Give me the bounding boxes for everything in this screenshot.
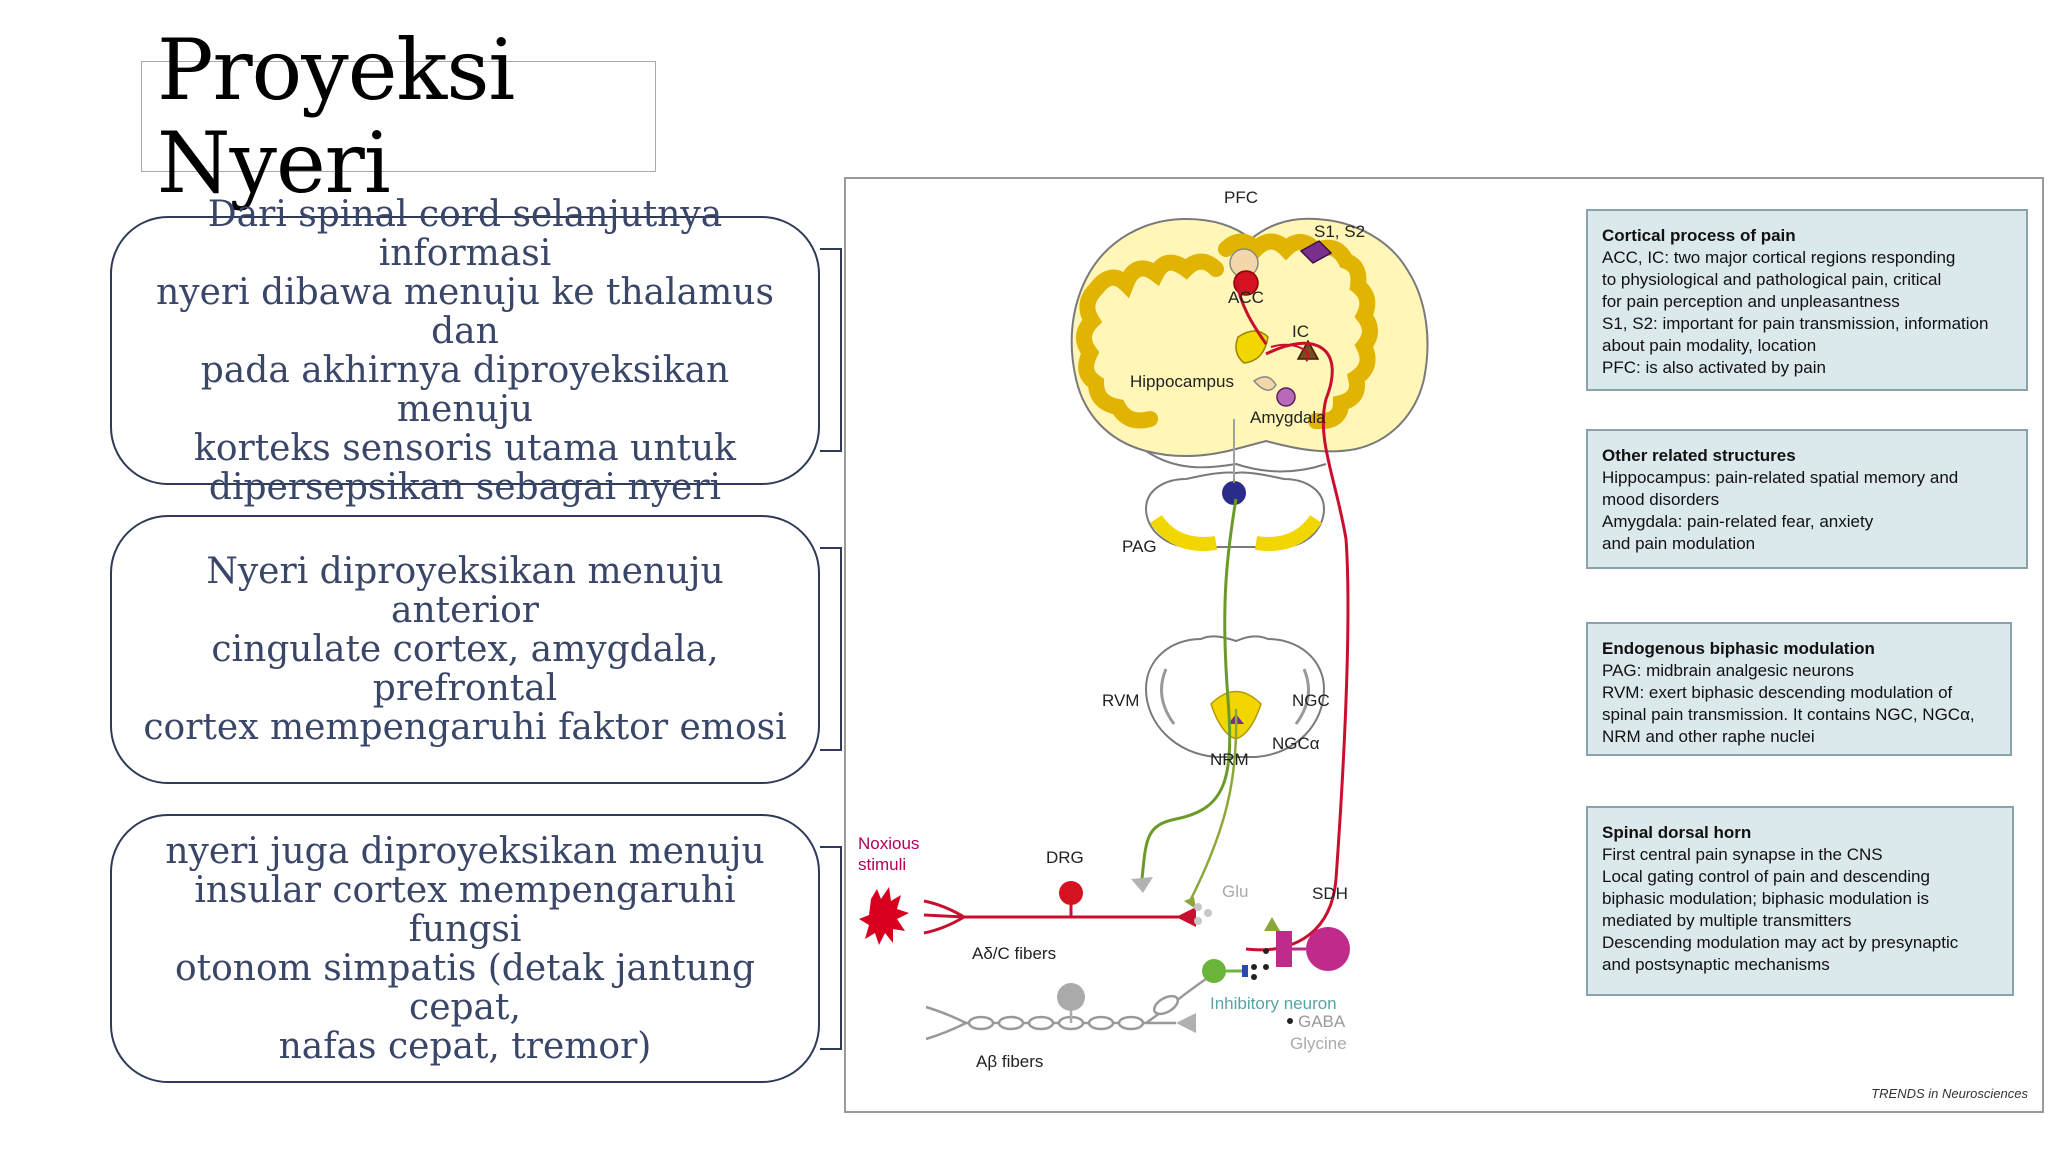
card-1-line: dipersepsikan sebagai nyeri xyxy=(208,466,722,508)
title-line-2: Nyeri xyxy=(157,114,391,212)
label-acc: ACC xyxy=(1228,288,1264,307)
info-line: RVM: exert biphasic descending modulatio… xyxy=(1602,683,1953,702)
pain-pathway-figure: PFC S1, S2 ACC IC Hippocampus Amygdala P… xyxy=(844,177,2044,1113)
info-spinal-dorsal-horn: Spinal dorsal horn First central pain sy… xyxy=(1586,806,2014,996)
info-heading: Endogenous biphasic modulation xyxy=(1602,639,1875,658)
info-heading: Cortical process of pain xyxy=(1602,226,1796,245)
title-line-1: Proyeksi xyxy=(157,21,515,119)
noxious-stimuli-icon xyxy=(859,887,909,945)
card-1-line: nyeri dibawa menuju ke thalamus dan xyxy=(156,271,774,352)
card-2-line: cingulate cortex, amygdala, prefrontal xyxy=(211,629,719,709)
info-heading: Spinal dorsal horn xyxy=(1602,823,1752,842)
card-3-connector xyxy=(820,846,842,1050)
card-3-line: otonom simpatis (detak jantung cepat, xyxy=(174,947,756,1028)
info-cortical-process: Cortical process of pain ACC, IC: two ma… xyxy=(1586,209,2028,391)
pag-nucleus xyxy=(1222,481,1246,505)
label-ngc: NGC xyxy=(1292,691,1330,710)
hippocampus-marker xyxy=(1252,376,1277,391)
card-2-line: cortex mempengaruhi faktor emosi xyxy=(143,707,787,748)
synapse-terminal xyxy=(1176,907,1196,927)
acc-marker xyxy=(1233,270,1259,296)
ascending-pain-pathway xyxy=(1234,278,1350,952)
label-pfc: PFC xyxy=(1224,188,1258,207)
info-line: Local gating control of pain and descend… xyxy=(1602,867,1930,886)
figure-credit: TRENDS in Neurosciences xyxy=(1871,1086,2028,1101)
info-other-structures: Other related structures Hippocampus: pa… xyxy=(1586,429,2028,569)
title-frame xyxy=(141,61,656,172)
label-s1s2: S1, S2 xyxy=(1314,222,1365,241)
info-biphasic-modulation: Endogenous biphasic modulation PAG: midb… xyxy=(1586,622,2012,756)
rvm-section xyxy=(1144,635,1326,758)
info-line: for pain perception and unpleasantness xyxy=(1602,292,1900,311)
info-line: S1, S2: important for pain transmission,… xyxy=(1602,314,1989,333)
label-glu: Glu xyxy=(1222,882,1248,901)
drg-cell xyxy=(1059,881,1083,905)
label-adelta-c: Aδ/C fibers xyxy=(972,944,1056,963)
info-line: PFC: is also activated by pain xyxy=(1602,358,1826,377)
info-line: to physiological and pathological pain, … xyxy=(1602,270,1942,289)
card-2-connector xyxy=(820,547,842,751)
label-glycine: Glycine xyxy=(1290,1034,1347,1053)
card-2-line: Nyeri diproyeksikan menuju anterior xyxy=(206,551,724,631)
info-line: mediated by multiple transmitters xyxy=(1602,911,1852,930)
card-autonomic-projection: nyeri juga diproyeksikan menuju insular … xyxy=(110,814,820,1083)
descending-pathway xyxy=(1140,498,1238,880)
info-line: and pain modulation xyxy=(1602,534,1756,553)
info-line: Hippocampus: pain-related spatial memory… xyxy=(1602,468,1959,487)
brain-section xyxy=(1070,217,1429,473)
label-pag: PAG xyxy=(1122,537,1157,556)
card-1-line: pada akhirnya diproyeksikan menuju xyxy=(200,349,730,430)
card-1-connector xyxy=(820,248,842,452)
info-line: NRM and other raphe nuclei xyxy=(1602,727,1815,746)
s1s2-marker xyxy=(1299,240,1333,264)
info-line: about pain modality, location xyxy=(1602,336,1817,355)
card-1-line: Dari spinal cord selanjutnya informasi xyxy=(207,193,723,274)
label-hippocampus: Hippocampus xyxy=(1130,372,1234,391)
label-inhibitory: Inhibitory neuron xyxy=(1210,994,1337,1013)
info-line: and postsynaptic mechanisms xyxy=(1602,955,1830,974)
sdh-neuron xyxy=(1306,927,1350,971)
card-emotional-projection: Nyeri diproyeksikan menuju anterior cing… xyxy=(110,515,820,784)
info-line: Amygdala: pain-related fear, anxiety xyxy=(1602,512,1874,531)
card-3-line: nyeri juga diproyeksikan menuju xyxy=(165,830,765,872)
label-ngca: NGCα xyxy=(1272,734,1320,753)
label-abeta: Aβ fibers xyxy=(976,1052,1043,1071)
label-sdh: SDH xyxy=(1312,884,1348,903)
info-line: Descending modulation may act by presyna… xyxy=(1602,933,1959,952)
abeta-cell xyxy=(1057,983,1085,1011)
info-line: spinal pain transmission. It contains NG… xyxy=(1602,705,1975,724)
label-nrm: NRM xyxy=(1210,750,1249,769)
label-amygdala: Amygdala xyxy=(1250,408,1326,427)
info-line: PAG: midbrain analgesic neurons xyxy=(1602,661,1854,680)
info-line: biphasic modulation; biphasic modulation… xyxy=(1602,889,1929,908)
info-heading: Other related structures xyxy=(1602,446,1796,465)
info-line: mood disorders xyxy=(1602,490,1720,509)
label-ic: IC xyxy=(1292,322,1309,341)
pathway-diagram: PFC S1, S2 ACC IC Hippocampus Amygdala P… xyxy=(858,188,1429,1071)
label-noxious-1: Noxious xyxy=(858,834,919,853)
card-1-line: korteks sensoris utama untuk xyxy=(194,427,736,469)
info-line: First central pain synapse in the CNS xyxy=(1602,845,1883,864)
label-noxious-2: stimuli xyxy=(858,855,906,874)
amygdala-marker xyxy=(1276,387,1296,407)
page-title: Proyeksi Nyeri xyxy=(157,21,515,212)
thalamus-marker xyxy=(1235,330,1269,364)
card-3-line: nafas cepat, tremor) xyxy=(278,1025,652,1067)
label-gaba: GABA xyxy=(1298,1012,1346,1031)
card-spinal-to-thalamus: Dari spinal cord selanjutnya informasi n… xyxy=(110,195,820,507)
label-rvm: RVM xyxy=(1102,691,1139,710)
label-drg: DRG xyxy=(1046,848,1084,867)
card-3-line: insular cortex mempengaruhi fungsi xyxy=(194,869,736,950)
peripheral-pathway xyxy=(859,881,1350,1041)
inhibitory-neuron xyxy=(1202,959,1226,983)
sdh-terminal xyxy=(1276,931,1292,967)
info-line: ACC, IC: two major cortical regions resp… xyxy=(1602,248,1956,267)
